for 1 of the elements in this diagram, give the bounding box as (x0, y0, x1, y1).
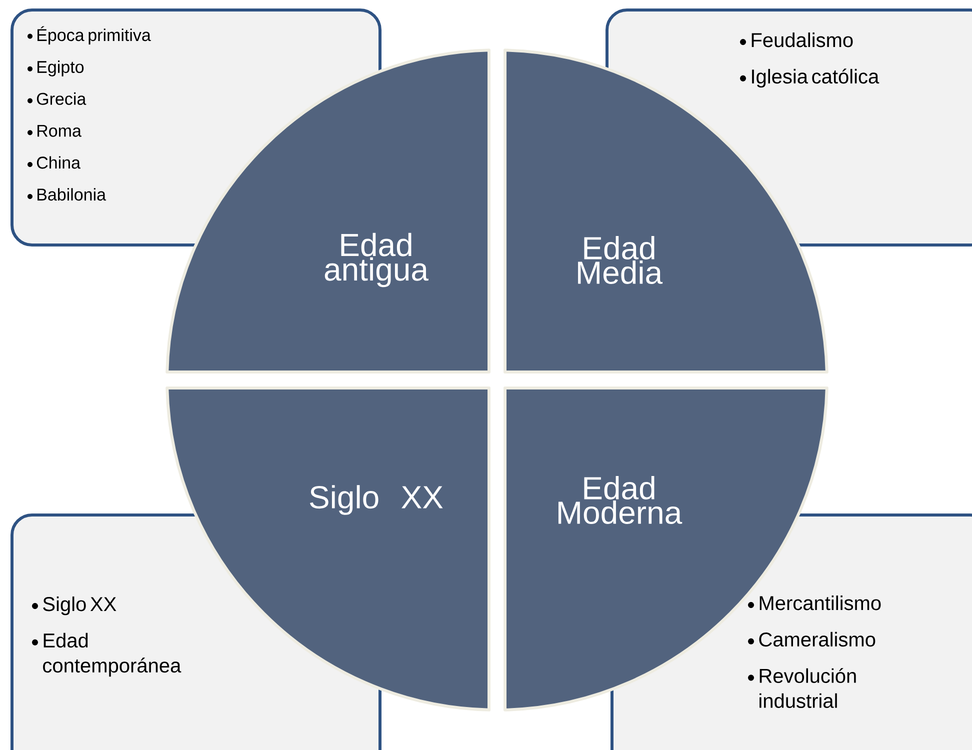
quadrant-sector: Edad antigua (166, 48, 490, 374)
